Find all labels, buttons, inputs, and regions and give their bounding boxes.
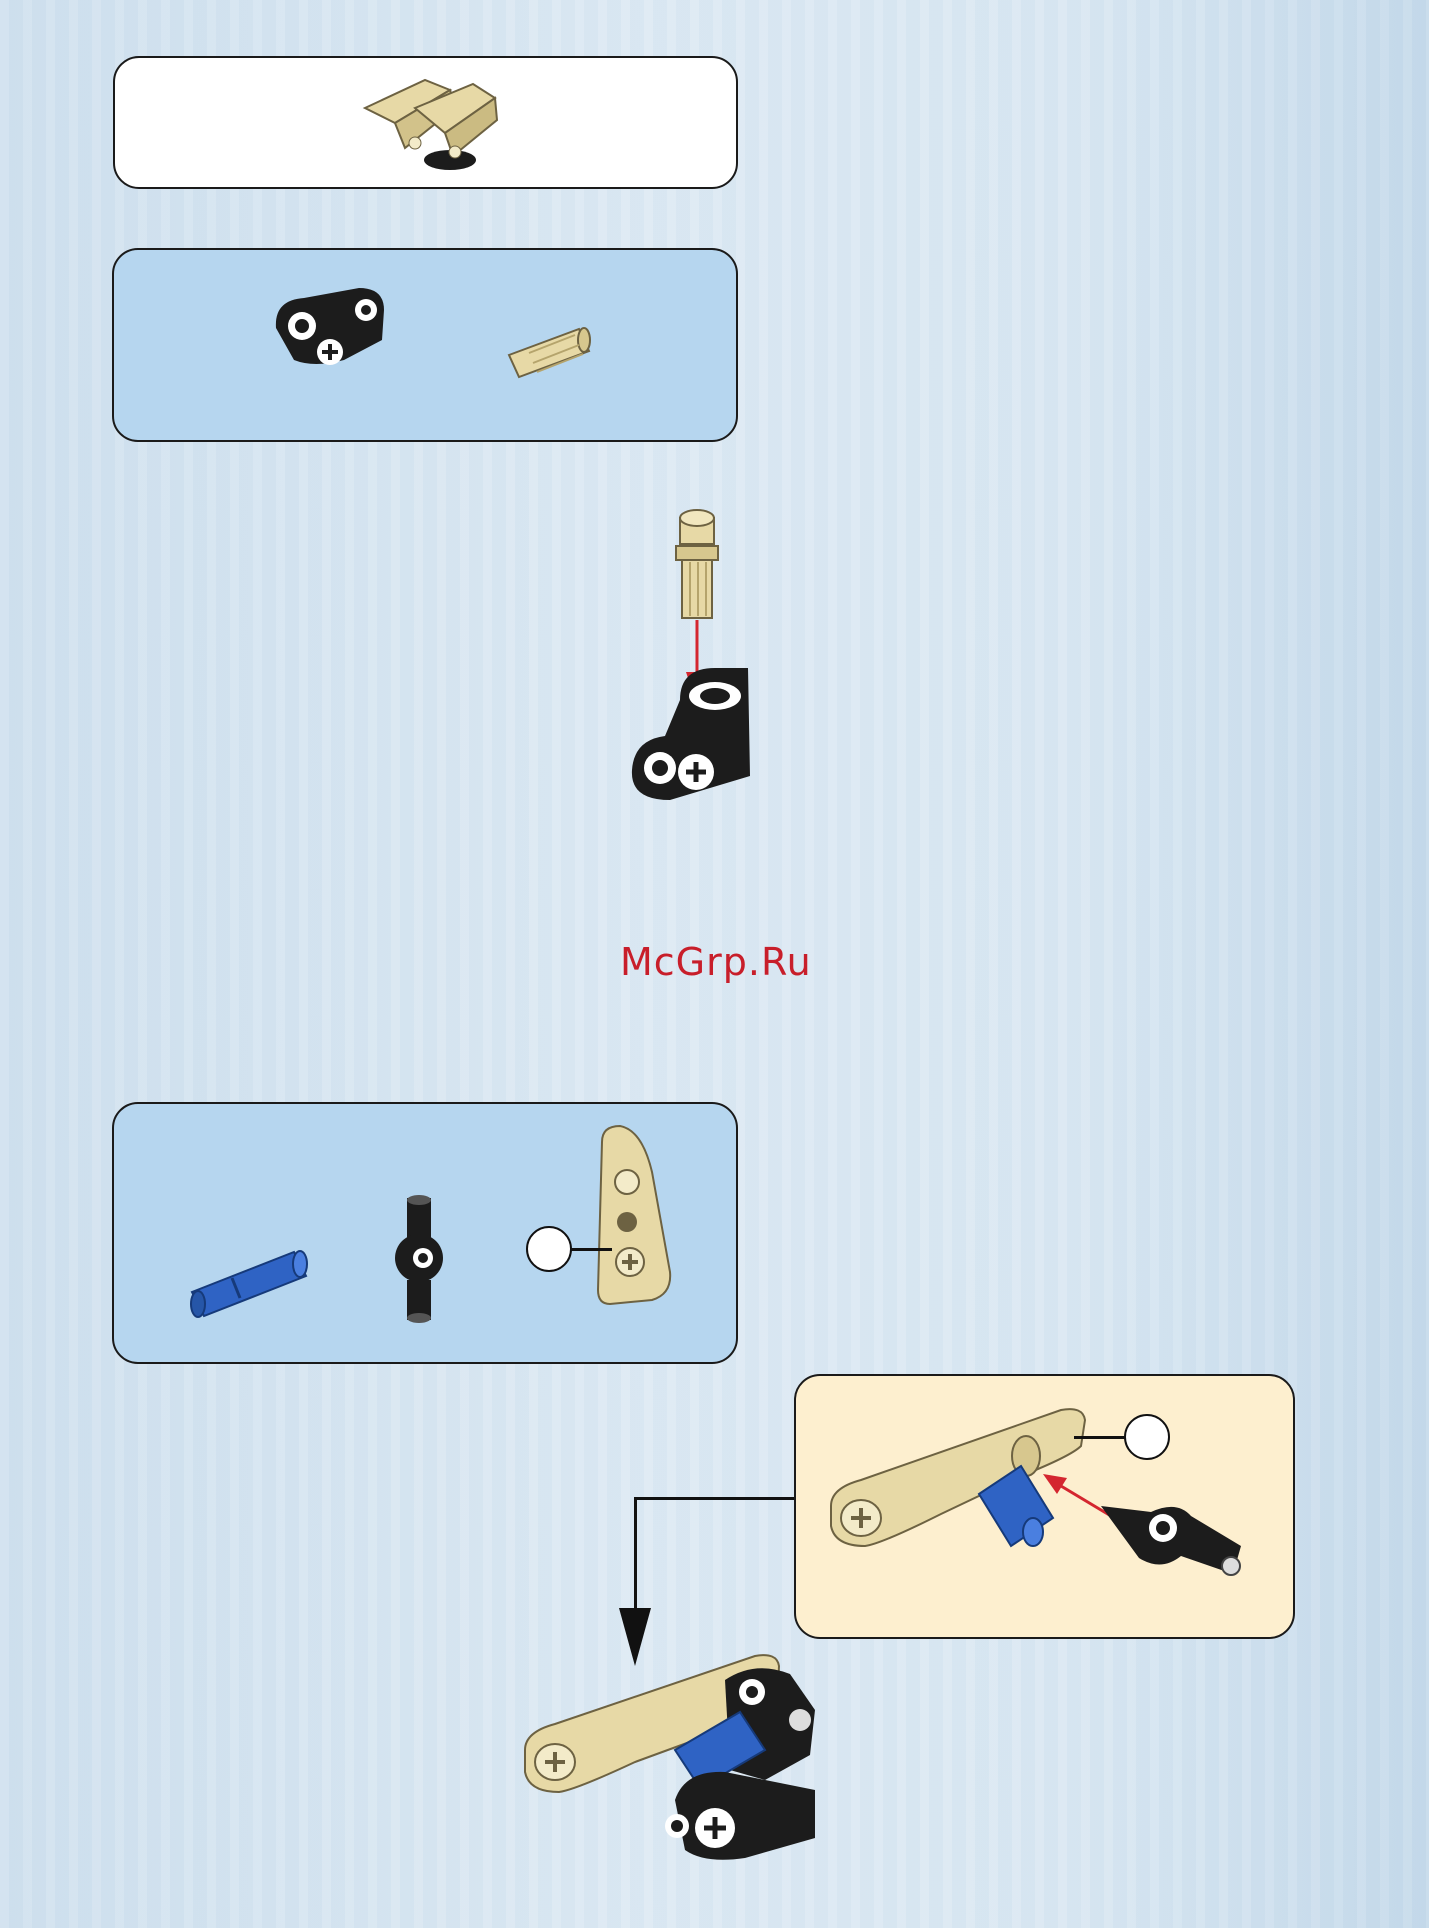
tan-pin-image [499, 315, 609, 395]
black-axle-connector-image [264, 280, 404, 380]
flow-arrow-vertical [634, 1497, 637, 1611]
watermark: McGrp.Ru [620, 940, 812, 984]
substep-assembly-image [821, 1396, 1271, 1616]
tan-wing-assembly-image [355, 68, 505, 178]
callout-line [570, 1248, 612, 1251]
blue-long-pin-image [184, 1234, 314, 1324]
flow-arrow-horizontal [634, 1497, 794, 1500]
substep-panel [794, 1374, 1295, 1639]
substep-callout-circle [1124, 1414, 1170, 1460]
result-panel [113, 56, 738, 189]
tan-curved-panel-image [582, 1122, 692, 1312]
parts-panel-2 [112, 1102, 738, 1364]
parts-panel-1 [112, 248, 738, 442]
step-pin-insert-diagram [620, 500, 770, 820]
final-assembly-diagram [515, 1650, 835, 1870]
callout-circle [526, 1226, 572, 1272]
substep-callout-line [1074, 1436, 1126, 1439]
black-pin-connector-image [379, 1194, 459, 1324]
